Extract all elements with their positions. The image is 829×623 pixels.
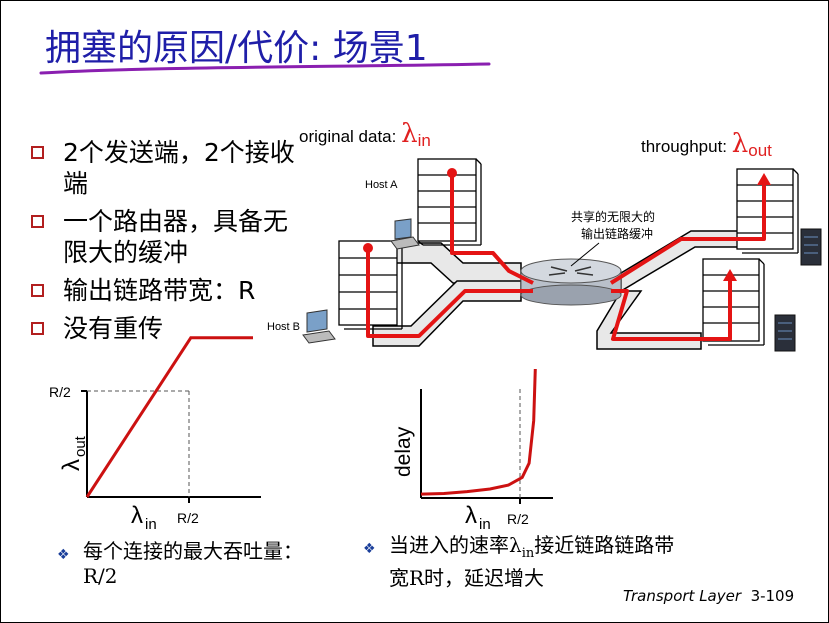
data-flow-paths (366, 173, 766, 341)
delay-chart-axes (420, 389, 553, 504)
throughput-series-line (85, 336, 253, 498)
receiver-bottom-buffer (702, 258, 765, 346)
throughput-chart-guides (87, 390, 190, 497)
laptop-host-a-icon (390, 218, 420, 250)
bullet-text: 输出链路带宽：R (63, 276, 256, 305)
host-b-buffer (338, 240, 403, 330)
throughput-x-axis-label: λ in (131, 502, 157, 533)
svg-text:in: in (145, 516, 157, 533)
arrowhead-top (757, 173, 771, 185)
bullet-text: 一个路由器，具备无限大的缓冲 (63, 207, 289, 267)
delay-y-axis-label: delay (392, 426, 415, 477)
bullet-item: 没有重传 (31, 313, 301, 344)
svg-text:λ: λ (465, 502, 477, 529)
footer-layer-label: Transport Layer (623, 587, 742, 605)
title-underline (39, 62, 491, 75)
bullet-text: 没有重传 (63, 314, 164, 343)
delay-series-line (420, 368, 537, 496)
bullet-square-icon (31, 146, 44, 159)
host-a-buffer (417, 158, 482, 246)
bullet-item: 2个发送端，2个接收端 (31, 137, 301, 199)
bullet-list: 2个发送端，2个接收端 一个路由器，具备无限大的缓冲 输出链路带宽：R 没有重传 (31, 137, 301, 351)
note-text: 每个连接的最大吞吐量：R/2 (83, 539, 303, 588)
note-max-throughput: ❖ 每个连接的最大吞吐量：R/2 (57, 539, 333, 589)
throughput-y-axis-label: λ out (58, 435, 89, 471)
footer-page-number: 3-109 (750, 587, 795, 605)
bullet-text: 2个发送端，2个接收端 (63, 138, 295, 198)
host-b-label: Host B (267, 321, 301, 333)
slide-title: 拥塞的原因/代价: 场景1 (45, 28, 428, 69)
buffer-callout-line (570, 242, 600, 267)
delay-x-axis-label: λ in (465, 502, 491, 533)
throughput-chart-axes (81, 390, 261, 503)
router-icon (520, 258, 622, 306)
throughput-label: throughput: λout (641, 129, 772, 160)
bullet-square-icon (31, 284, 44, 297)
shared-buffer-label-line2: 输出链路缓冲 (581, 227, 654, 241)
bullet-item: 输出链路带宽：R (31, 275, 301, 306)
original-data-label: original data: λin (299, 119, 431, 150)
shared-buffer-label-line1: 共享的无限大的 (571, 210, 656, 224)
throughput-x-tick-label: R/2 (177, 510, 199, 526)
diamond-bullet-icon: ❖ (363, 541, 376, 557)
diamond-bullet-icon: ❖ (57, 547, 70, 563)
delay-x-tick-label: R/2 (507, 511, 529, 527)
note-delay: ❖ 当进入的速率λin接近链路链路带宽R时，延迟增大 (363, 533, 675, 590)
bullet-square-icon (31, 322, 44, 335)
arrowhead-bottom (723, 269, 737, 281)
server-bottom-icon (774, 314, 796, 352)
svg-text:out: out (72, 435, 89, 457)
source-a-dot (447, 168, 457, 178)
host-a-label: Host A (365, 179, 398, 191)
server-top-icon (800, 228, 822, 266)
slide-footer: Transport Layer 3-109 (623, 587, 794, 605)
bullet-item: 一个路由器，具备无限大的缓冲 (31, 206, 301, 268)
laptop-host-b-icon (302, 309, 336, 344)
svg-text:λ: λ (58, 459, 85, 471)
svg-text:in: in (479, 516, 491, 533)
svg-text:λ: λ (131, 502, 143, 529)
bullet-square-icon (31, 215, 44, 228)
throughput-y-tick-label: R/2 (49, 384, 71, 400)
source-b-dot (363, 243, 373, 253)
